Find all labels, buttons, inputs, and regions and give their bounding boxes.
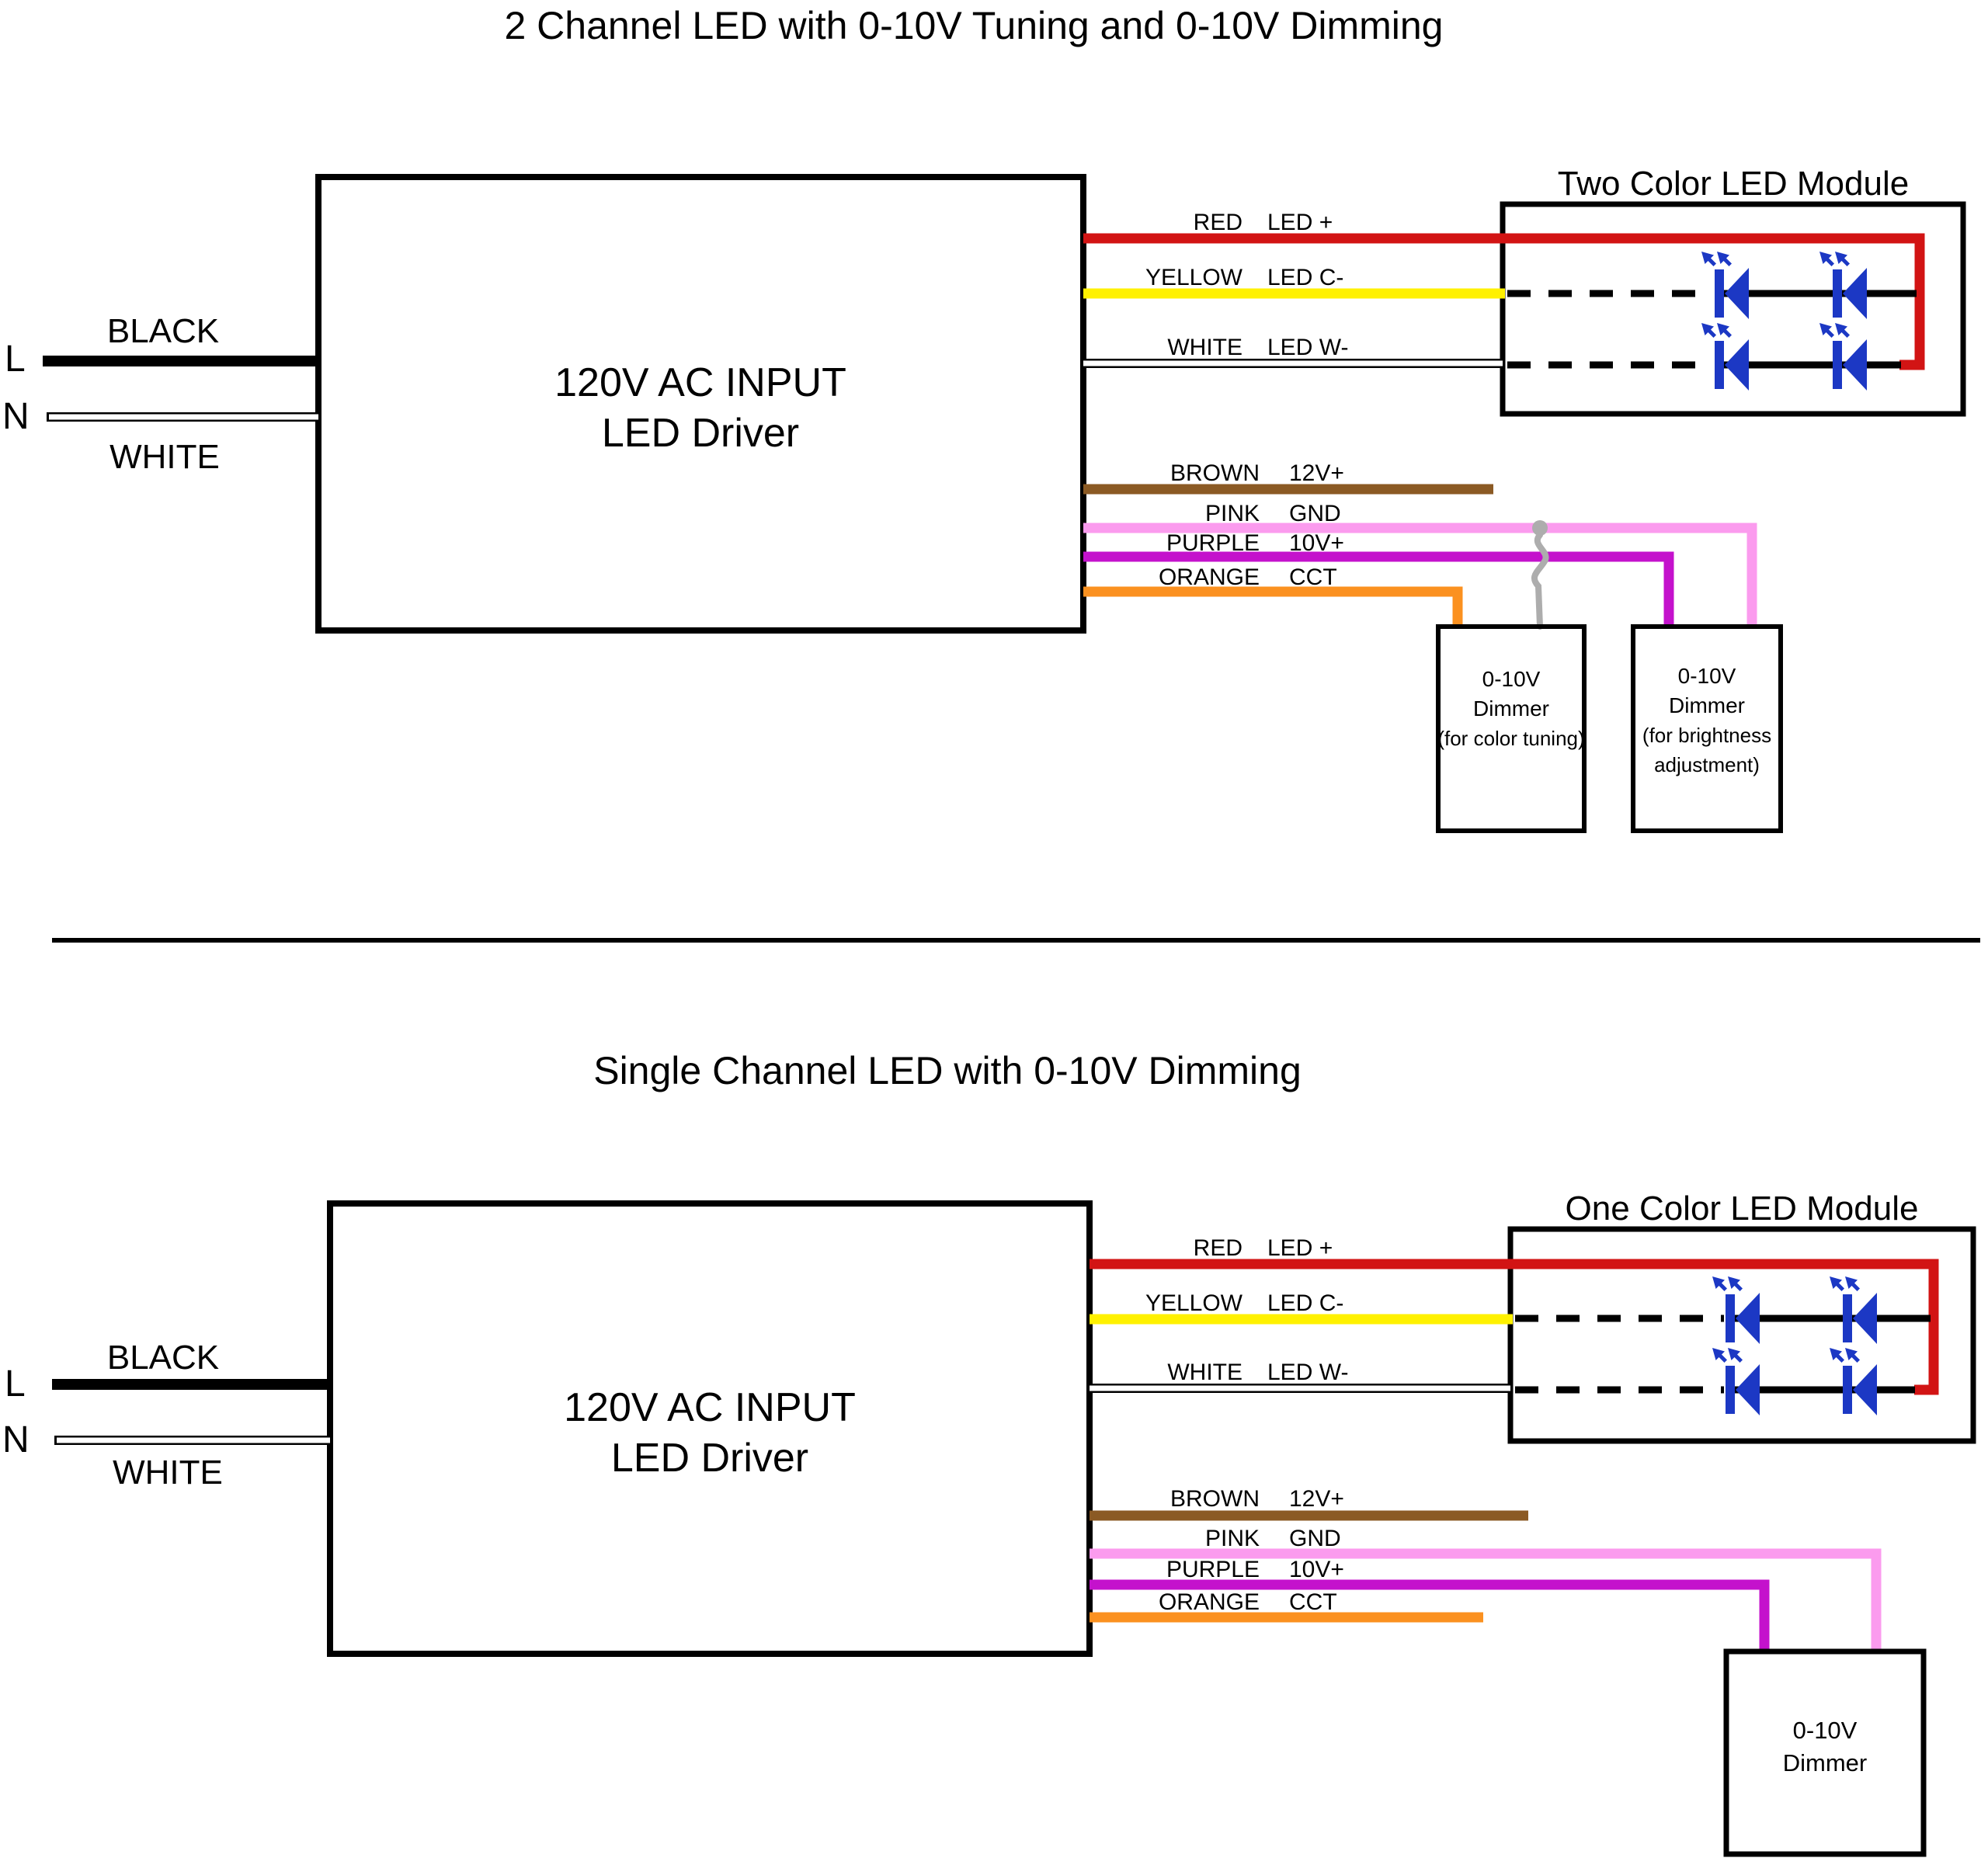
bottom-orange-wire-signal: CCT (1289, 1589, 1337, 1615)
bottom-neutral-terminal-label: N (2, 1419, 30, 1460)
bottom-orange-wire-name: ORANGE (1159, 1589, 1260, 1615)
wire-junction-dot (1532, 520, 1548, 536)
led-icon (1830, 1276, 1877, 1344)
bottom-yellow-wire-signal: LED C- (1267, 1290, 1343, 1316)
top-pink-wire-signal: GND (1289, 501, 1341, 526)
bottom-diagram-title: Single Channel LED with 0-10V Dimming (593, 1049, 1302, 1092)
color-tuning-dimmer-box (1436, 624, 1587, 833)
top-led-driver-box (315, 174, 1086, 634)
bottom-dimmer-box (1723, 1648, 1927, 1857)
bottom-led-driver-box (327, 1200, 1093, 1657)
bottom-pink-wire (1090, 1548, 1882, 1654)
bottom-brown-wire-signal: 12V+ (1289, 1486, 1344, 1512)
top-orange-wire (1083, 586, 1463, 629)
top-red-wire-signal: LED + (1267, 210, 1333, 235)
led-icon (1701, 252, 1749, 319)
top-red-wire (1083, 233, 1925, 370)
top-neutral-terminal-label: N (2, 396, 30, 437)
bottom-pink-wire-name: PINK (1205, 1526, 1260, 1551)
bottom-purple-wire-name: PURPLE (1166, 1557, 1260, 1582)
top-orange-wire-signal: CCT (1289, 564, 1337, 590)
bottom-dimmer-line1: 0-10V (1793, 1717, 1858, 1744)
top-driver-line1: 120V AC INPUT (554, 360, 846, 405)
bottom-black-wire-label: BLACK (107, 1339, 219, 1377)
brightness-dimmer-box (1631, 624, 1783, 833)
top-line-terminal-label: L (5, 339, 26, 380)
one-color-led-module-box (1507, 1226, 1976, 1444)
bottom-red-wire-signal: LED + (1267, 1235, 1333, 1261)
bottom-red-wire-name: RED (1194, 1235, 1242, 1261)
bottom-white-out-wire-name: WHITE (1167, 1360, 1242, 1385)
top-module-title: Two Color LED Module (1558, 165, 1909, 203)
bottom-line-terminal-label: L (5, 1363, 26, 1405)
led-icon (1712, 1348, 1760, 1415)
brightness-dimmer-line2: Dimmer (1669, 693, 1745, 717)
bottom-red-wire (1090, 1259, 1939, 1395)
gray-jumper-wire (1531, 532, 1549, 630)
top-yellow-wire-signal: LED C- (1267, 265, 1343, 290)
brightness-dimmer-line1: 0-10V (1678, 664, 1736, 688)
bottom-module-title: One Color LED Module (1566, 1189, 1919, 1228)
top-pink-wire (1083, 523, 1757, 629)
top-driver-line2: LED Driver (602, 411, 799, 456)
led-icon (1819, 252, 1867, 319)
brightness-dimmer-line3: (for brightness (1642, 724, 1771, 747)
top-red-wire-name: RED (1194, 210, 1242, 235)
top-yellow-wire-name: YELLOW (1145, 265, 1243, 290)
top-pink-wire-name: PINK (1205, 501, 1260, 526)
top-purple-wire (1083, 551, 1674, 629)
bottom-white-wire-label: WHITE (113, 1453, 223, 1492)
bottom-purple-wire (1090, 1579, 1770, 1654)
tuning-dimmer-line2: Dimmer (1473, 696, 1549, 721)
top-brown-wire-name: BROWN (1170, 460, 1260, 486)
led-icon (1830, 1348, 1877, 1415)
bottom-driver-line1: 120V AC INPUT (564, 1385, 856, 1430)
brightness-dimmer-line4: adjustment) (1654, 753, 1760, 776)
two-color-led-module-box (1500, 201, 1966, 417)
top-orange-wire-name: ORANGE (1159, 564, 1260, 590)
top-diagram-title: 2 Channel LED with 0-10V Tuning and 0-10… (504, 4, 1443, 47)
top-white-out-wire-name: WHITE (1167, 335, 1242, 360)
led-icon (1701, 323, 1749, 391)
top-brown-wire-signal: 12V+ (1289, 460, 1344, 486)
bottom-dimmer-line2: Dimmer (1783, 1749, 1868, 1776)
bottom-purple-wire-signal: 10V+ (1289, 1557, 1344, 1582)
bottom-yellow-wire-name: YELLOW (1145, 1290, 1243, 1316)
bottom-white-out-wire-signal: LED W- (1267, 1360, 1348, 1385)
tuning-dimmer-line3: (for color tuning) (1437, 727, 1584, 750)
led-icon (1712, 1276, 1760, 1344)
top-white-wire-label: WHITE (109, 438, 220, 476)
bottom-driver-line2: LED Driver (611, 1436, 808, 1481)
bottom-brown-wire-name: BROWN (1170, 1486, 1260, 1512)
bottom-pink-wire-signal: GND (1289, 1526, 1341, 1551)
top-black-wire-label: BLACK (107, 312, 219, 350)
led-icon (1819, 323, 1867, 391)
top-white-out-wire-signal: LED W- (1267, 335, 1348, 360)
tuning-dimmer-line1: 0-10V (1482, 667, 1541, 691)
